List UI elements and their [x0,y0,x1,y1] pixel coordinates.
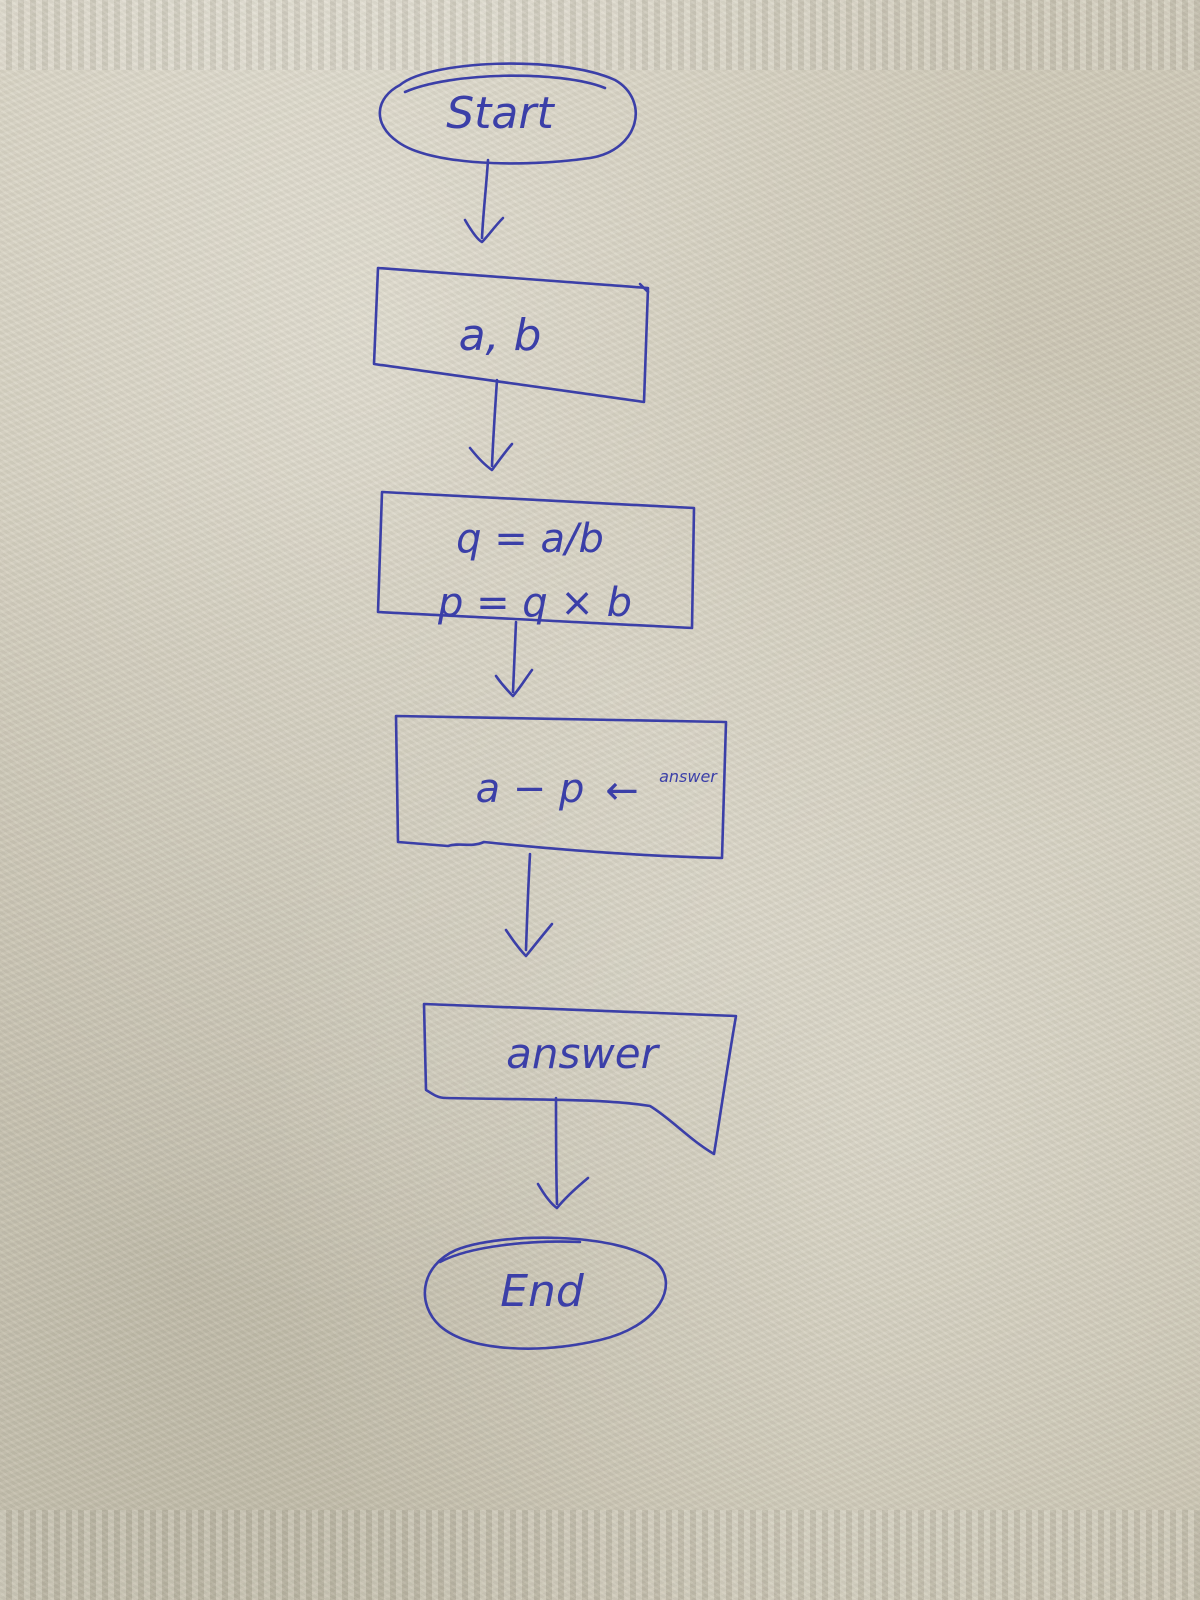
process-line-1: q = a/b [456,516,604,562]
napkin-embossed-top-edge [0,0,1200,70]
arrow-assign-to-output [504,852,554,958]
assign-box: a − p ← answer [394,714,728,860]
arrow-input-to-process [468,378,514,472]
arrow-output-to-end [536,1096,590,1210]
assign-target: answer [659,767,718,786]
arrow-process-to-assign [494,620,534,698]
start-label: Start [446,88,555,139]
arrow-start-to-input [463,158,505,244]
input-label: a, b [459,310,542,361]
process-line-2: p = q × b [437,580,632,626]
input-box: a, b [372,266,650,404]
end-terminator: End [423,1236,668,1350]
assign-expression: a − p [476,766,585,812]
output-label: answer [506,1029,660,1078]
assign-arrow: ← [605,768,639,814]
start-terminator: Start [378,62,637,165]
napkin-embossed-bottom-edge [0,1510,1200,1600]
end-label: End [500,1266,585,1317]
output-document: answer [422,1002,738,1156]
process-box: q = a/b p = q × b [376,490,696,630]
